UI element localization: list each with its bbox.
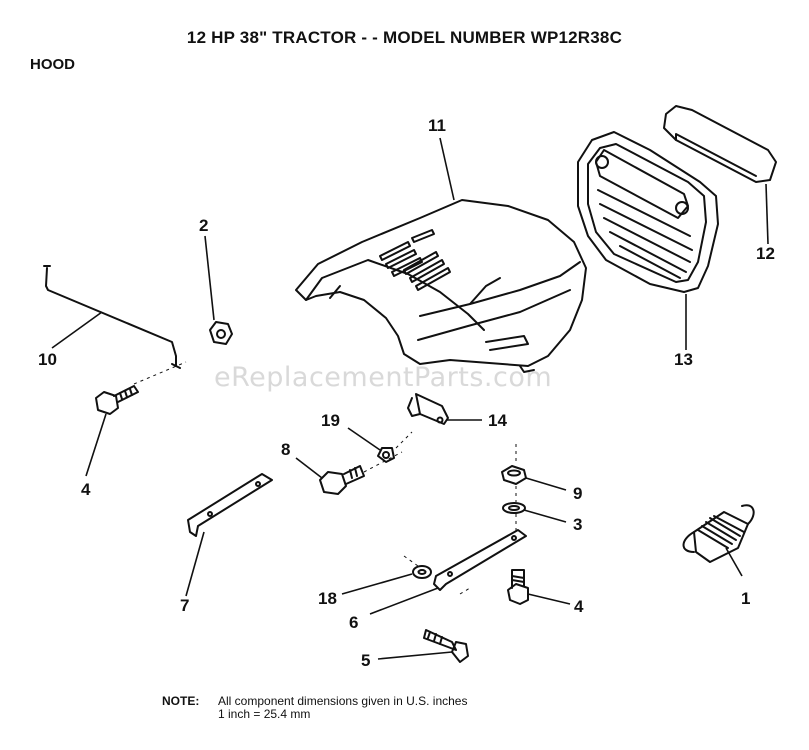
dimension-note: NOTE: All component dimensions given in U… [162, 695, 467, 721]
part-14-bracket [407, 393, 449, 425]
section-label: HOOD [30, 56, 75, 73]
part-10-hood-rod [43, 265, 181, 369]
callout-18: 18 [318, 589, 337, 608]
part-7-strap [187, 473, 273, 537]
callout-11: 11 [428, 116, 446, 135]
callout-19: 19 [321, 411, 340, 430]
note-line-2: 1 inch = 25.4 mm [218, 707, 311, 721]
part-2-nut [209, 321, 233, 345]
part-19-lockwasher [377, 447, 395, 463]
callout-7: 7 [180, 596, 190, 615]
part-1-spring [682, 504, 755, 563]
callout-3: 3 [573, 515, 583, 534]
part-9-nut [501, 465, 527, 485]
part-12-grille-top [663, 105, 777, 183]
part-13-grille [577, 131, 719, 293]
part-3-washer [502, 502, 526, 514]
callout-10: 10 [38, 350, 57, 369]
part-18-washer [412, 565, 432, 579]
callout-12: 12 [756, 244, 775, 263]
part-5-bolt [423, 629, 469, 663]
callout-4-left: 4 [81, 480, 91, 499]
callout-14: 14 [488, 411, 507, 430]
callout-2: 2 [199, 216, 209, 235]
callout-6: 6 [349, 613, 359, 632]
callout-1: 1 [741, 589, 751, 608]
part-6-strap [433, 529, 527, 591]
callout-9: 9 [573, 484, 583, 503]
callout-8: 8 [281, 440, 291, 459]
callout-13: 13 [674, 350, 693, 369]
note-label: NOTE: [162, 694, 200, 708]
part-4-bolt-left [95, 385, 139, 415]
note-line-1: All component dimensions given in U.S. i… [218, 694, 468, 708]
part-4-bolt-right [507, 569, 529, 605]
diagram-title: 12 HP 38" TRACTOR - - MODEL NUMBER WP12R… [186, 28, 623, 47]
callout-4-right: 4 [574, 597, 584, 616]
part-11-hood [295, 199, 587, 373]
part-8-bolt [319, 465, 365, 495]
callout-5: 5 [361, 651, 371, 670]
watermark-text: eReplacementParts.com [214, 362, 553, 393]
